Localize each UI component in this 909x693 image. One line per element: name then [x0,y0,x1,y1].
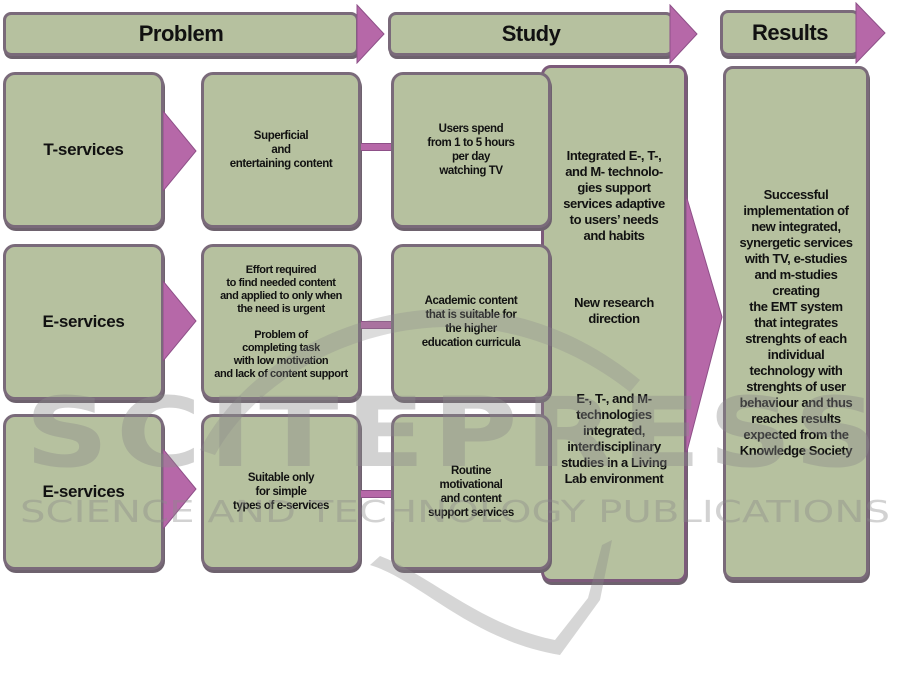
row-2-label: E-services [3,244,164,400]
row-1-connector [361,143,393,151]
row-3-study-detail: Routine motivational and content support… [391,414,551,570]
row-3-study-text: Routine motivational and content support… [428,465,514,519]
header-study: Study [388,12,674,56]
row-3-connector [361,490,393,498]
row-3-problem-text: Suitable only for simple types of e-serv… [233,472,329,512]
header-problem-label: Problem [138,21,224,46]
header-results: Results [720,10,860,56]
header-results-arrow-icon [855,2,886,64]
row-2-connector [361,321,393,329]
header-study-label: Study [501,21,561,46]
results-column: Successful implementation of new integra… [723,66,869,580]
header-results-label: Results [752,20,828,45]
row-1-problem-text: Superficial and entertaining content [229,130,333,170]
row-1-label-text: T-services [43,140,124,159]
row-2-problem-detail: Effort required to find needed content a… [201,244,361,400]
header-study-arrow-icon [669,4,698,64]
study-column: Integrated E-, T-, and M- technolo- gies… [541,65,687,582]
row-1-study-text: Users spend from 1 to 5 hours per day wa… [427,123,515,177]
header-problem: Problem [3,12,359,56]
study-block-living-lab: E-, T-, and M- technologies integrated, … [561,391,667,486]
row-3-arrow-icon [163,449,197,529]
row-1-arrow-icon [163,111,197,191]
study-block-integrated: Integrated E-, T-, and M- technolo- gies… [563,148,665,243]
row-1-label: T-services [3,72,164,228]
row-2-problem-text: Effort required to find needed content a… [214,263,348,380]
row-1-study-detail: Users spend from 1 to 5 hours per day wa… [391,72,551,228]
row-2-study-detail: Academic content that is suitable for th… [391,244,551,400]
row-1-problem-detail: Superficial and entertaining content [201,72,361,228]
study-block-new-direction: New research direction [574,295,654,326]
row-2-study-text: Academic content that is suitable for th… [421,295,521,349]
header-problem-arrow-icon [356,4,385,64]
row-3-label-text: E-services [42,482,125,501]
study-to-results-arrow-icon [686,195,723,456]
results-text: Successful implementation of new integra… [739,187,853,458]
row-3-problem-detail: Suitable only for simple types of e-serv… [201,414,361,570]
row-3-label: E-services [3,414,164,570]
row-2-label-text: E-services [42,312,125,331]
row-2-arrow-icon [163,281,197,361]
